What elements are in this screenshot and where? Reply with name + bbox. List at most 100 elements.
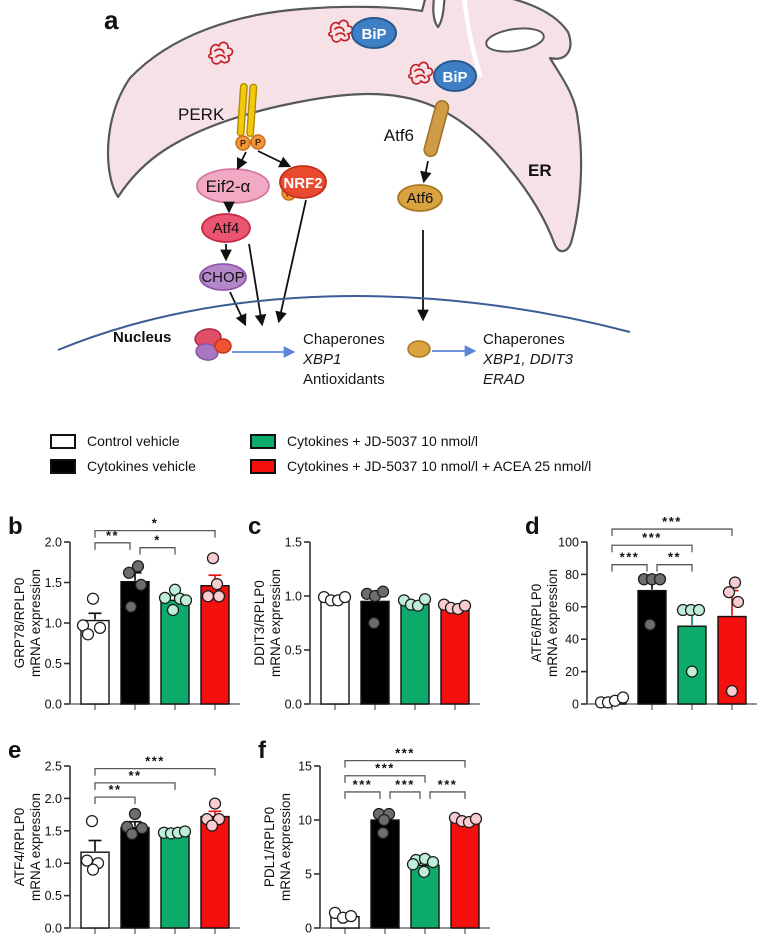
significance-stars: ***	[662, 514, 682, 529]
significance-stars: *	[152, 516, 159, 531]
svg-text:Chaperones: Chaperones	[483, 331, 565, 348]
y-tick-label: 1.0	[285, 590, 302, 604]
svg-text:BiP: BiP	[442, 69, 467, 86]
significance-bracket	[94, 782, 176, 790]
data-point	[376, 826, 390, 840]
signal-arrows	[220, 150, 432, 327]
nucleus-membrane-line	[57, 295, 631, 351]
y-tick-label: 5	[305, 868, 312, 882]
bar-series-3	[200, 585, 230, 705]
y-axis-gene-label: PDL1/RPLP0	[262, 807, 277, 887]
data-point	[377, 813, 391, 827]
data-point	[653, 573, 667, 586]
data-point	[376, 585, 390, 598]
y-tick-label: 1.5	[45, 824, 62, 838]
data-point	[344, 909, 358, 923]
significance-bracket	[429, 791, 466, 799]
data-point	[210, 577, 224, 591]
nrf2-protein: NRF2	[279, 165, 327, 199]
data-point	[124, 600, 138, 613]
er-membrane-gap	[462, 0, 483, 78]
panel-a-letter: a	[104, 5, 119, 35]
data-point	[367, 616, 381, 630]
data-point	[178, 825, 192, 838]
bar-series-1	[637, 589, 667, 705]
svg-text:P: P	[255, 138, 261, 148]
significance-bracket	[94, 796, 136, 805]
perk-receptor	[236, 83, 258, 137]
bar-series-2	[400, 603, 430, 705]
legend-label: Control vehicle	[87, 433, 180, 449]
y-axis-label: mRNA expression	[28, 569, 43, 677]
perk-label: PERK	[178, 105, 225, 124]
significance-bracket	[94, 767, 216, 776]
data-point	[469, 812, 483, 826]
y-tick-label: 0.0	[285, 698, 302, 712]
bar-series-2	[677, 625, 707, 705]
y-tick-label: 0.5	[285, 644, 302, 658]
data-point	[722, 586, 736, 599]
data-point	[208, 797, 222, 810]
data-point	[406, 858, 420, 871]
data-point	[728, 576, 742, 589]
significance-bracket	[611, 528, 733, 537]
significance-stars: **	[128, 768, 141, 783]
er-lobe-hole	[485, 27, 545, 53]
svg-text:NRF2: NRF2	[283, 175, 322, 192]
bar-series-1	[360, 600, 390, 705]
y-tick-label: 100	[558, 536, 579, 550]
phospho-p-icon: P	[250, 134, 266, 150]
atf6-receptor	[423, 100, 450, 158]
svg-text:XBP1: XBP1	[302, 351, 341, 368]
y-tick-label: 20	[565, 665, 579, 679]
panel-letter: d	[525, 513, 540, 540]
data-point	[166, 603, 180, 617]
bar-series-2	[160, 599, 190, 705]
significance-bracket	[94, 542, 131, 550]
svg-text:ERAD: ERAD	[483, 371, 525, 388]
data-point	[426, 855, 440, 869]
significance-stars: **	[106, 528, 119, 543]
data-point	[417, 865, 431, 878]
chop-protein: CHOP	[199, 263, 247, 291]
data-point	[135, 822, 149, 835]
significance-stars: ***	[375, 761, 395, 776]
legend-swatch-jd5037-acea	[250, 458, 276, 474]
data-point	[131, 560, 145, 573]
y-tick-label: 0.5	[45, 657, 62, 671]
data-point	[643, 618, 657, 631]
panel-letter: b	[8, 513, 23, 540]
y-axis-label: mRNA expression	[278, 793, 293, 901]
y-tick-label: 40	[565, 633, 579, 647]
data-point	[93, 621, 107, 634]
significance-bracket	[611, 564, 648, 572]
y-tick-label: 1.5	[45, 576, 62, 590]
significance-bracket	[94, 530, 216, 538]
bar-series-3	[440, 606, 470, 705]
data-point	[205, 819, 219, 832]
data-point	[692, 603, 706, 617]
atf6-label: Atf6	[384, 126, 414, 145]
legend-item-jd5037: Cytokines + JD-5037 10 nmol/l	[250, 433, 478, 449]
significance-stars: ***	[353, 777, 373, 792]
significance-stars: ***	[438, 777, 458, 792]
panel-letter: f	[258, 737, 267, 764]
data-point	[725, 684, 739, 698]
bar-series-3	[450, 820, 480, 929]
y-tick-label: 0.5	[45, 889, 62, 903]
legend-item-control: Control vehicle	[50, 433, 180, 449]
transcription-factor-complex	[194, 328, 232, 361]
legend-swatch-cytokines-vehicle	[50, 458, 76, 474]
bar-series-0	[320, 598, 350, 705]
er-label: ER	[528, 161, 552, 180]
significance-stars: ***	[642, 530, 662, 545]
y-tick-label: 1.0	[45, 617, 62, 631]
y-tick-label: 15	[298, 760, 312, 774]
data-point	[338, 590, 352, 604]
y-tick-label: 60	[565, 600, 579, 614]
data-point	[86, 863, 100, 876]
